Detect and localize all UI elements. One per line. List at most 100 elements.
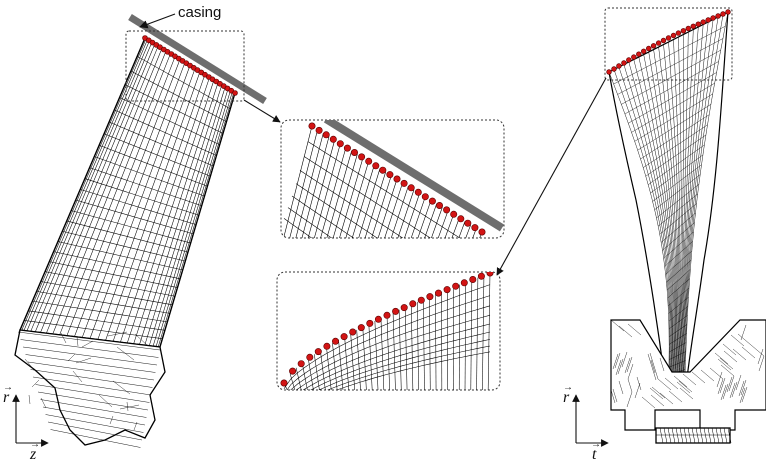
mesh-line	[618, 380, 624, 395]
tip-node	[297, 360, 305, 368]
tip-node	[460, 279, 468, 287]
mesh-curve	[283, 314, 491, 390]
mesh-curve	[677, 36, 682, 406]
tip-node	[366, 319, 374, 327]
mesh-line	[114, 109, 217, 156]
mesh-line	[481, 275, 485, 390]
mesh-line	[661, 212, 696, 243]
mesh-line	[47, 421, 143, 441]
mesh-line	[720, 364, 735, 377]
mesh-line	[81, 340, 94, 348]
mesh-line	[664, 377, 679, 390]
mesh-line	[650, 154, 704, 194]
mesh-line	[343, 175, 392, 238]
mesh-line	[98, 394, 113, 408]
mesh-line	[669, 342, 687, 353]
mesh-curve	[638, 56, 674, 406]
platform-base-mesh	[656, 427, 732, 444]
tip-node	[690, 23, 696, 29]
tip-node	[400, 179, 408, 187]
mesh-line	[679, 427, 684, 444]
tip-node	[621, 60, 627, 66]
tip-node	[306, 353, 314, 361]
tip-node	[340, 333, 348, 341]
mesh-line	[627, 378, 633, 393]
mesh-line	[45, 414, 144, 433]
tip-node	[379, 166, 387, 174]
mesh-line	[36, 291, 170, 314]
mesh-line	[664, 241, 693, 267]
mesh-line	[717, 378, 724, 395]
tip-node	[443, 286, 451, 294]
mesh-curve	[283, 218, 434, 238]
mesh-line	[678, 380, 693, 393]
mesh-line	[663, 427, 668, 444]
mesh-line	[676, 381, 691, 394]
mesh-curve	[683, 11, 729, 406]
mesh-line	[613, 26, 726, 85]
mesh-line	[647, 353, 653, 368]
tip-node	[670, 32, 677, 39]
mesh-line	[626, 391, 633, 408]
tip-node	[626, 57, 632, 63]
mesh-line	[94, 156, 205, 197]
mesh-curve	[648, 51, 676, 406]
mesh-line	[727, 427, 732, 444]
mesh-line	[27, 361, 155, 381]
mesh-line	[621, 351, 628, 368]
tip-node	[336, 140, 344, 148]
mesh-line	[640, 114, 710, 160]
mesh-line	[108, 121, 214, 167]
mesh-line	[634, 382, 641, 399]
mesh-line	[720, 384, 727, 401]
mesh-line	[107, 331, 128, 337]
axis-t-right-vec: →	[591, 439, 601, 450]
mesh-line	[35, 384, 150, 403]
mesh-line	[723, 427, 728, 444]
mesh-line	[691, 427, 696, 444]
mesh-line	[737, 333, 752, 346]
zoom-callout-side-frame	[280, 119, 505, 239]
axis-r-left-vec: →	[3, 382, 13, 393]
mesh-curve	[653, 49, 677, 406]
tip-node	[314, 348, 322, 356]
mesh-line	[649, 352, 655, 367]
tip-node	[343, 144, 351, 152]
mesh-line	[637, 104, 712, 151]
tip-node	[417, 296, 425, 304]
mesh-curve	[677, 34, 684, 406]
mesh-line	[679, 387, 694, 400]
mesh-line	[388, 207, 443, 238]
mesh-line	[709, 367, 724, 380]
mesh-line	[683, 427, 688, 444]
tip-node	[289, 367, 297, 375]
tip-node	[323, 342, 331, 350]
mesh-curve	[682, 16, 719, 406]
mesh-line	[71, 210, 191, 244]
mesh-line	[651, 366, 657, 381]
mesh-line	[373, 196, 426, 238]
blade-side-mesh	[19, 37, 236, 348]
mesh-curve	[679, 29, 694, 406]
mesh-line	[75, 357, 92, 364]
tip-node	[358, 153, 366, 161]
tip-node	[700, 19, 706, 25]
mesh-line	[741, 346, 756, 359]
mesh-curve	[608, 71, 670, 406]
mesh-line	[470, 279, 473, 390]
mesh-line	[627, 363, 634, 380]
mesh-line	[631, 83, 715, 133]
mesh-line	[50, 429, 141, 448]
mesh-line	[66, 220, 189, 253]
mesh-line	[353, 182, 403, 238]
mesh-line	[735, 374, 742, 391]
mesh-line	[435, 294, 437, 390]
tip-node	[400, 304, 408, 312]
mesh-curve	[643, 54, 675, 406]
mesh-curve	[679, 26, 699, 406]
mesh-curve	[307, 141, 476, 238]
mesh-line	[393, 210, 449, 238]
mesh-line	[659, 427, 664, 444]
mesh-line	[665, 250, 692, 275]
axes-right: r → t →	[563, 382, 609, 462]
